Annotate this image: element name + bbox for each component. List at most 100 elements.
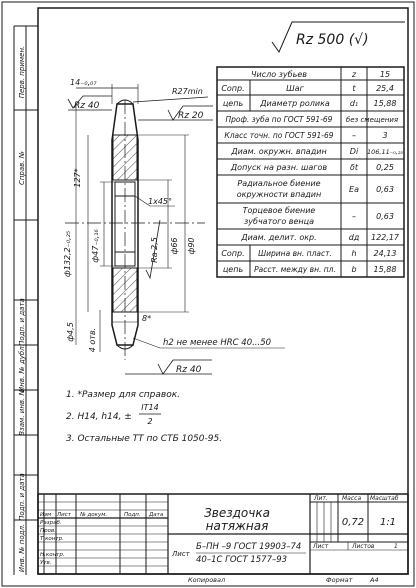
row-group: цепь — [223, 99, 244, 108]
fraction-denominator: 2 — [147, 417, 152, 426]
row-symbol: dд — [349, 233, 360, 242]
dim-rz20: Rz 20 — [178, 111, 204, 121]
row-name: Шаг — [286, 84, 304, 93]
title-block: Изм Лист № докум. Подп. Дата Разраб. Про… — [37, 493, 409, 575]
header-mass: Масса — [342, 495, 361, 502]
row-name: Диаметр ролика — [259, 99, 330, 108]
footer-copied: Копировал — [188, 576, 225, 584]
stamp-perv-primen: Перв. примен. — [18, 46, 26, 99]
row-symbol: t — [352, 84, 356, 93]
dim-rz40-bottom: Rz 40 — [176, 365, 202, 375]
row-name: Проф. зуба по ГОСТ 591-69 — [226, 115, 333, 124]
dim-chamfer: 1x45° — [148, 197, 172, 206]
material-line1: Б–ПН –9 ГОСТ 19903–74 — [196, 542, 301, 552]
note-2: 2. H14, h14, ± — [66, 412, 132, 422]
row-symbol: δt — [350, 163, 359, 172]
row-symbol: – — [352, 212, 356, 221]
row-symbol: d₁ — [350, 99, 358, 108]
sheets-label: Листов — [351, 543, 375, 550]
dim-47: ф47₋₀,₁₆ — [91, 229, 100, 263]
row-name-line1: Торцевое биение — [243, 206, 316, 215]
note-3: 3. Остальные ТТ по СТБ 1050-95. — [66, 434, 222, 444]
dim-r27: R27min — [172, 87, 203, 96]
footer: Копировал Формат А4 — [188, 576, 379, 584]
sheets-value: 1 — [394, 543, 398, 550]
row-name: Ширина вн. пласт. — [258, 249, 332, 258]
stamp-vzam-inv: Взам. инв. № — [18, 388, 26, 436]
hatch-top — [112, 134, 138, 181]
col-list: Лист — [56, 512, 72, 518]
roughness-symbol: Rz 500 (√) — [271, 21, 405, 54]
row-name-line1: Радиальное биение — [237, 179, 320, 188]
row-value: 25,4 — [376, 84, 394, 93]
dim-127: 127* — [73, 168, 82, 187]
hatch-bottom — [112, 267, 138, 313]
sprocket-section — [65, 99, 205, 360]
footer-format-label: Формат — [326, 576, 353, 584]
stamp-sprav-no: Справ. № — [18, 151, 26, 185]
row-value: 0,25 — [376, 163, 394, 172]
bore — [114, 181, 136, 267]
row-value: 15,88 — [374, 265, 397, 274]
stamp-podp-data-1: Подп. и дата — [18, 298, 26, 346]
col-doc: № докум. — [79, 512, 107, 518]
header-lit: Лит. — [313, 495, 328, 502]
row-value: 106,11₋₀,₂₅ — [367, 148, 403, 156]
dim-4-holes: 4 отв. — [88, 328, 97, 352]
row-value: 0,63 — [376, 212, 394, 221]
row-symbol: h — [351, 249, 356, 258]
row-symbol: – — [352, 131, 356, 140]
title-line1: Звездочка — [204, 506, 270, 520]
stamp-podp-data-2: Подп. и дата — [18, 473, 26, 521]
col-izm: Изм — [40, 512, 51, 518]
row-name: Класс точн. по ГОСТ 591-69 — [224, 131, 333, 140]
header-scale: Масштаб — [370, 495, 399, 502]
row-group: цепь — [223, 265, 244, 274]
role-nkontr: Н.контр. — [40, 552, 65, 558]
row-group: Сопр. — [221, 249, 244, 258]
row-value: 0,63 — [376, 185, 394, 194]
dim-hardness: h2 не менее HRC 40...50 — [163, 338, 271, 348]
dim-66: ф66 — [170, 237, 179, 254]
row-symbol: b — [351, 265, 356, 274]
dim-rz40-left: Rz 40 — [74, 101, 100, 111]
mass-value: 0,72 — [342, 517, 364, 528]
footer-format-value: А4 — [369, 576, 379, 584]
dimension-lines: 14₋₀,₀₇ R27min Rz 40 Rz 20 127* ф132,2₋₀… — [63, 78, 285, 375]
sheet-label: Лист — [312, 543, 329, 550]
role-utv: Утв. — [40, 560, 52, 566]
dim-132: ф132,2₋₀,₂₅ — [63, 231, 72, 277]
material-line2: 40–1С ГОСТ 1577–93 — [196, 555, 287, 565]
row-value: 24,13 — [374, 249, 397, 258]
role-razrab: Разраб. — [40, 520, 62, 526]
row-name: Диам. окружн. впадин — [230, 147, 326, 156]
row-name: Число зубьев — [251, 70, 307, 79]
dim-width-top: 14₋₀,₀₇ — [70, 78, 97, 87]
row-name-line2: окружности впадин — [237, 190, 321, 199]
row-symbol: Ea — [349, 185, 359, 194]
row-symbol: Di — [350, 147, 359, 156]
row-name-line2: зубчатого венца — [244, 217, 314, 226]
row-value: без смещения — [346, 116, 398, 124]
role-tkontr: Т.контр. — [40, 536, 64, 542]
notes: 1. *Размер для справок. 2. H14, h14, ± I… — [66, 390, 222, 444]
row-value: 15,88 — [374, 99, 397, 108]
row-symbol: z — [351, 70, 357, 79]
row-name: Допуск на разн. шагов — [230, 163, 327, 172]
col-sign: Подп. — [124, 512, 141, 518]
row-value: 3 — [382, 131, 387, 140]
role-prov: Пров. — [40, 528, 56, 534]
stamp-inv-dubl: Инв. № дубл. — [18, 344, 26, 392]
left-stamp-strip: Перв. примен. Справ. № Подп. и дата Инв.… — [13, 25, 38, 575]
note-1: 1. *Размер для справок. — [66, 390, 180, 400]
dim-ra25: Ra 2,5 — [150, 237, 159, 263]
col-date: Дата — [148, 512, 164, 518]
sheet-label-left: Лист — [171, 550, 191, 558]
roughness-label: Rz 500 (√) — [296, 32, 369, 48]
dim-eight: 8* — [142, 314, 151, 323]
fraction-numerator: IT14 — [141, 403, 158, 412]
row-name: Расст. между вн. пл. — [254, 265, 336, 274]
stamp-inv-podl: Инв. № подл. — [18, 524, 26, 572]
